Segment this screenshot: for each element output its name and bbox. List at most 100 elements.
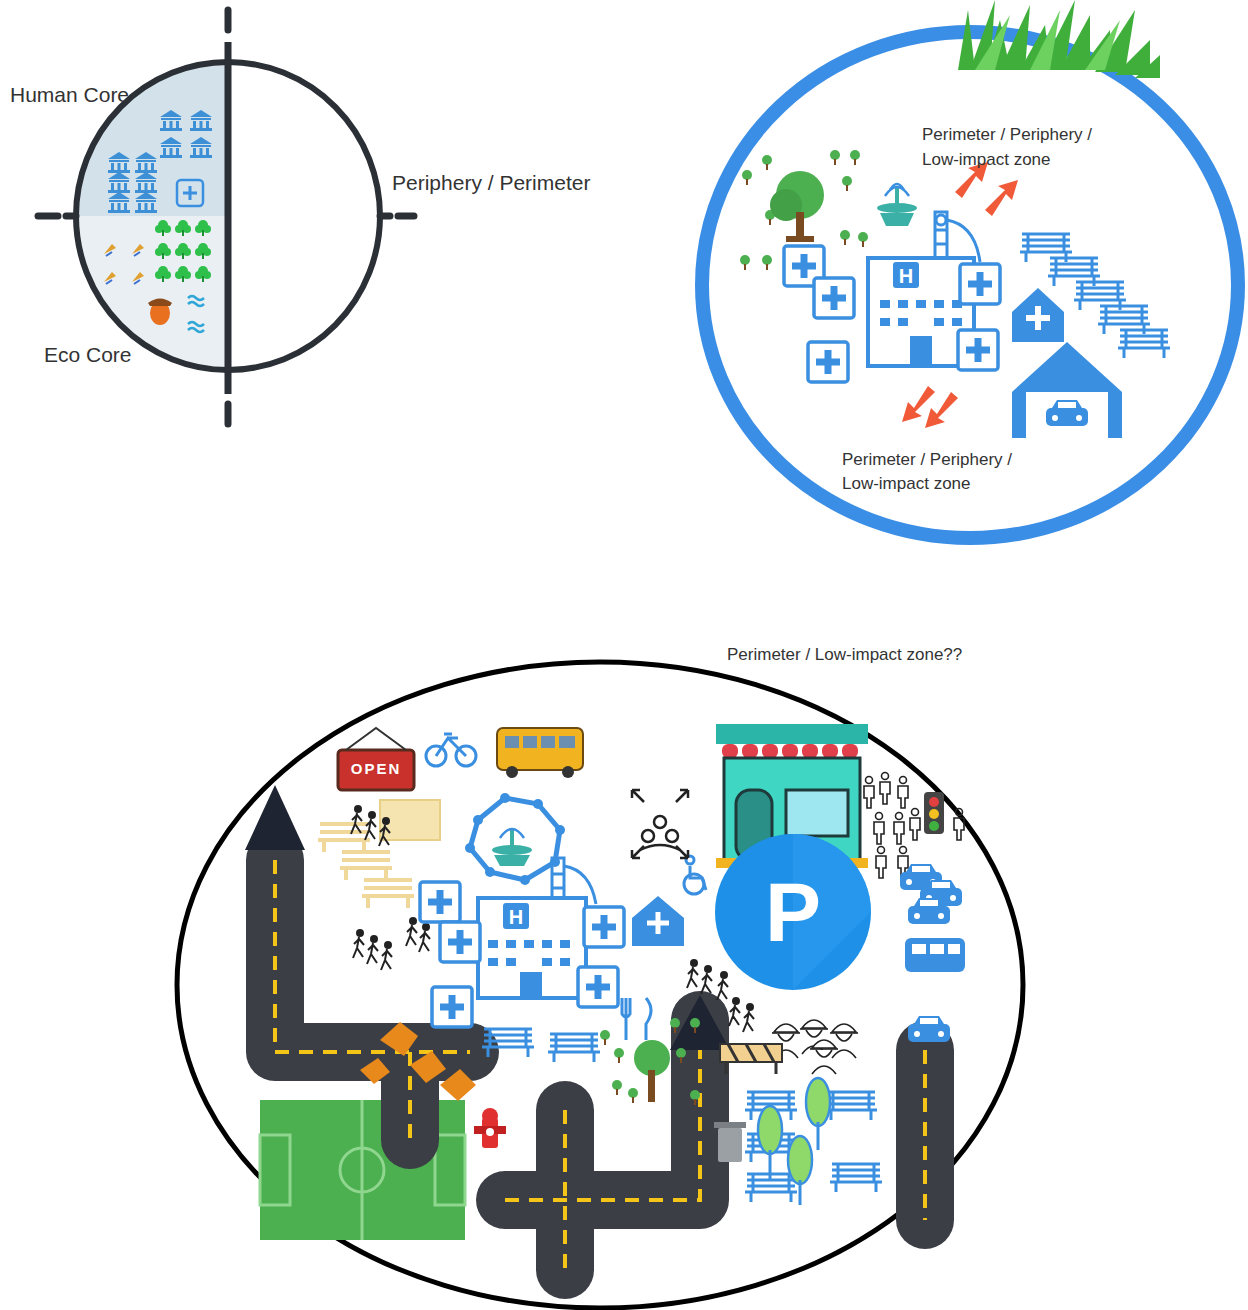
city-ellipse-part xyxy=(687,960,698,988)
core-diagram-part xyxy=(195,220,211,236)
periphery-circle-part xyxy=(858,232,868,247)
periphery-circle-part xyxy=(1012,288,1064,342)
city-ellipse-part-part xyxy=(622,998,651,1040)
city-ellipse-part-part xyxy=(505,1020,700,1200)
core-diagram-part xyxy=(160,110,182,131)
city-ellipse-part xyxy=(690,1018,700,1033)
city-ellipse-part-part xyxy=(440,1069,476,1101)
city-ellipse-part xyxy=(825,1092,877,1120)
periphery-circle-part xyxy=(880,300,962,366)
core-diagram xyxy=(38,10,414,424)
city-ellipse-part xyxy=(908,898,950,924)
core-diagram-part xyxy=(225,10,232,424)
core-diagram-part xyxy=(190,110,212,131)
city-ellipse-part-part xyxy=(720,1044,782,1062)
city-ellipse-part xyxy=(948,944,960,954)
periphery-circle-part xyxy=(1046,400,1088,426)
city-ellipse-part-part xyxy=(361,1100,364,1240)
city-ellipse-part xyxy=(548,1034,600,1062)
city-ellipse-part xyxy=(622,998,651,1040)
city-ellipse-part-part xyxy=(510,830,514,850)
city-ellipse-part xyxy=(482,1029,534,1057)
core-diagram-part xyxy=(135,172,157,193)
city-ellipse-part xyxy=(930,944,944,954)
periphery-circle-part-part xyxy=(934,300,944,308)
city-ellipse-part xyxy=(830,1164,882,1192)
city-ellipse-part-part xyxy=(822,744,838,758)
city-ellipse-part xyxy=(492,830,532,866)
zone-label: Perimeter / Periphery / Low-impact zone xyxy=(842,448,1032,496)
city-ellipse-part-part xyxy=(533,799,543,809)
city-ellipse-part xyxy=(929,821,939,831)
core-diagram-part xyxy=(38,213,414,220)
periphery-circle-part xyxy=(830,150,840,165)
periphery-circle-part xyxy=(1118,330,1170,358)
city-ellipse-part xyxy=(488,940,570,998)
city-ellipse-part xyxy=(612,1080,622,1095)
city-ellipse-part xyxy=(474,1108,506,1148)
city-ellipse-part xyxy=(924,792,944,834)
city-ellipse-part xyxy=(245,785,305,850)
city-ellipse-part-part xyxy=(762,744,778,758)
periphery-circle-part xyxy=(960,264,1000,304)
city-ellipse-part-part xyxy=(758,1106,782,1154)
city-ellipse-part-part xyxy=(690,866,706,890)
city-ellipse-part xyxy=(505,736,575,748)
city-ellipse-part-part xyxy=(486,1128,494,1136)
periphery-circle-part-part xyxy=(975,15,1010,70)
city-ellipse-part-part xyxy=(340,1148,384,1192)
city-ellipse-part xyxy=(720,1044,782,1074)
city-ellipse-part-part xyxy=(380,1022,418,1056)
city-ellipse-part-part xyxy=(520,875,530,885)
city-ellipse-part-part xyxy=(563,1110,567,1270)
city-ellipse-part-part xyxy=(560,958,570,966)
core-diagram-part xyxy=(108,172,130,193)
city-ellipse-part xyxy=(717,972,728,1000)
periphery-circle-part-part xyxy=(936,215,946,225)
city-ellipse-part xyxy=(770,1122,818,1205)
city-ellipse-part xyxy=(701,966,712,994)
city-ellipse-part-part xyxy=(542,940,552,948)
periphery-circle-part-part xyxy=(880,318,890,326)
core-diagram-part xyxy=(177,180,203,206)
city-ellipse-part xyxy=(360,1022,476,1101)
core-diagram-part xyxy=(108,152,130,173)
core-diagram-part-part xyxy=(188,296,204,300)
city-ellipse-part xyxy=(614,1048,624,1063)
city-ellipse-part-part xyxy=(632,790,688,858)
city-ellipse-part-part xyxy=(718,1128,742,1162)
city-ellipse-part xyxy=(340,852,392,880)
city-ellipse-part xyxy=(715,834,871,990)
city-ellipse-part xyxy=(562,766,574,778)
core-diagram-part-part xyxy=(188,302,204,306)
city-ellipse-part xyxy=(929,797,939,807)
city-ellipse-part-part xyxy=(560,940,570,948)
city-ellipse-part-part xyxy=(806,1078,830,1126)
city-ellipse-part xyxy=(632,896,684,946)
periphery-circle-part-part xyxy=(1135,55,1160,78)
periphery-circle-part xyxy=(742,170,752,185)
periphery-circle-part-part xyxy=(1030,10,1060,70)
periphery-circle-part xyxy=(808,342,848,382)
city-ellipse-part xyxy=(351,806,362,834)
city-ellipse-part xyxy=(830,1024,858,1058)
city-ellipse-part xyxy=(864,777,874,809)
city-ellipse-part xyxy=(880,773,890,805)
city-ellipse-part xyxy=(419,924,430,952)
city-ellipse-part xyxy=(628,1088,638,1103)
periphery-circle-part-part xyxy=(910,336,932,366)
core-diagram-part xyxy=(190,137,212,158)
city-ellipse-part xyxy=(432,987,472,1027)
city-ellipse-part xyxy=(676,1048,686,1063)
city-ellipse-part-part xyxy=(488,940,498,948)
periphery-circle-part-part xyxy=(947,220,980,262)
city-ellipse-part-part xyxy=(485,867,495,877)
city-ellipse-part-part xyxy=(788,1136,812,1184)
periphery-circle-part-part xyxy=(916,300,926,308)
city-ellipse-part-part xyxy=(559,736,575,748)
city-ellipse-part-part xyxy=(506,940,516,948)
city-ellipse-part-part xyxy=(506,958,516,966)
periphery-circle-part-part xyxy=(952,318,962,326)
city-ellipse-part xyxy=(362,880,414,908)
city-ellipse-part xyxy=(648,1070,655,1102)
